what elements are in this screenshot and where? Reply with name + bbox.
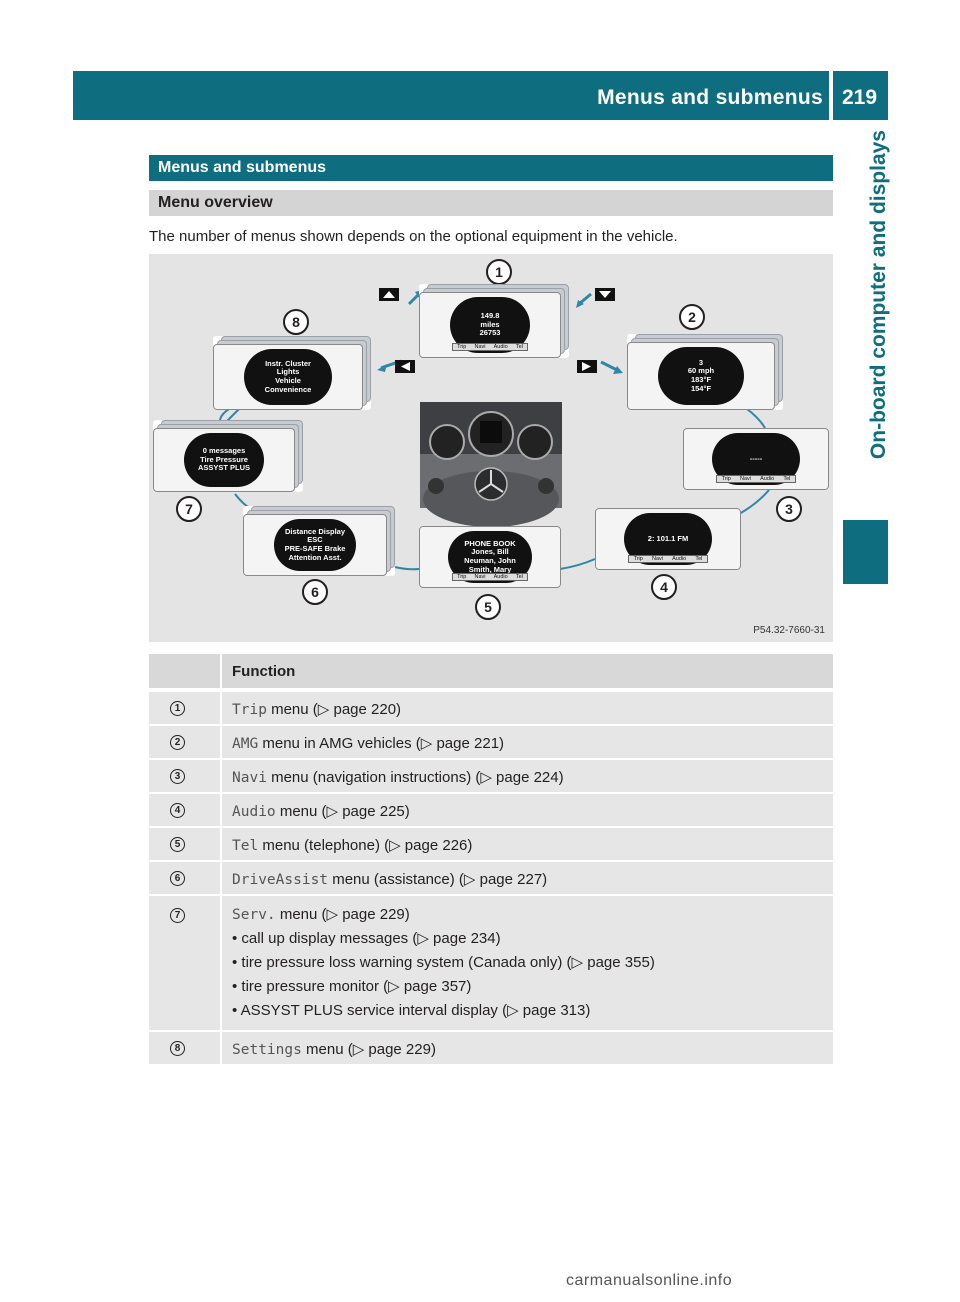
- row-number: 6: [170, 871, 185, 886]
- serv-item-3: ASSYST PLUS: [184, 464, 264, 473]
- table-row: 4 Audio menu (▷ page 225): [149, 792, 833, 826]
- table-row: 2 AMG menu in AMG vehicles (▷ page 221): [149, 724, 833, 758]
- row-text: menu (telephone) (▷ page 226): [258, 837, 472, 854]
- row-text: menu (▷ page 229): [276, 906, 410, 923]
- callout-4: 4: [651, 574, 677, 600]
- navi-instruction: -----: [712, 455, 800, 464]
- row-text: menu (▷ page 225): [276, 803, 410, 820]
- driveassist-menu-display: Distance Display ESC PRE-SAFE Brake Atte…: [243, 506, 395, 576]
- row-text: menu (▷ page 229): [302, 1041, 436, 1058]
- callout-8: 8: [283, 309, 309, 335]
- row-text: menu in AMG vehicles (▷ page 221): [258, 735, 504, 752]
- row-number: 2: [170, 735, 185, 750]
- menu-code: Navi: [232, 770, 267, 786]
- callout-7: 7: [176, 496, 202, 522]
- table-row: 5 Tel menu (telephone) (▷ page 226): [149, 826, 833, 860]
- menu-code: Settings: [232, 1042, 302, 1058]
- settings-menu-display: Instr. Cluster Lights Vehicle Convenienc…: [213, 336, 371, 410]
- menu-code: AMG: [232, 736, 258, 752]
- audio-station: 2: 101.1 FM: [624, 535, 712, 544]
- page-number: 219: [842, 86, 877, 110]
- row-number: 7: [170, 908, 185, 923]
- table-header-row: Function: [149, 654, 833, 688]
- row-number: 5: [170, 837, 185, 852]
- driveassist-item-4: Attention Asst.: [274, 554, 356, 563]
- table-row: 7 Serv. menu (▷ page 229) • call up disp…: [149, 894, 833, 1030]
- intro-text: The number of menus shown depends on the…: [149, 228, 678, 245]
- menu-code: Trip: [232, 702, 267, 718]
- side-tab: On-board computer and displays: [841, 130, 891, 430]
- table-row: 8 Settings menu (▷ page 229): [149, 1030, 833, 1064]
- trip-odometer: 26753: [450, 329, 530, 338]
- side-tab-block: [843, 520, 888, 584]
- row-number: 1: [170, 701, 185, 716]
- row-text: menu (assistance) (▷ page 227): [328, 871, 547, 888]
- menu-code: DriveAssist: [232, 872, 328, 888]
- callout-1: 1: [486, 259, 512, 285]
- row-number: 8: [170, 1041, 185, 1056]
- figure-code: P54.32-7660-31: [753, 625, 825, 636]
- header-separator: [829, 71, 833, 120]
- page-title: Menus and submenus: [597, 86, 823, 110]
- callout-3: 3: [776, 496, 802, 522]
- callout-5: 5: [475, 594, 501, 620]
- menu-code: Tel: [232, 838, 258, 854]
- settings-item-4: Convenience: [244, 386, 332, 395]
- bullet-item: • ASSYST PLUS service interval display (…: [232, 1002, 655, 1020]
- watermark: carmanualsonline.info: [566, 1272, 732, 1290]
- subsection-heading: Menu overview: [149, 190, 833, 216]
- row-text: menu (▷ page 220): [267, 701, 401, 718]
- tel-menu-display: PHONE BOOK Jones, Bill Neuman, John Smit…: [419, 526, 561, 588]
- callout-2: 2: [679, 304, 705, 330]
- row-number: 4: [170, 803, 185, 818]
- bullet-item: • tire pressure loss warning system (Can…: [232, 954, 655, 972]
- callout-6: 6: [302, 579, 328, 605]
- row-text: menu (navigation instructions) (▷ page 2…: [267, 769, 564, 786]
- amg-coolant-temp: 154°F: [658, 385, 744, 394]
- serv-menu-display: 0 messages Tire Pressure ASSYST PLUS: [153, 420, 303, 492]
- menu-code: Serv.: [232, 907, 276, 923]
- amg-menu-display: 3 60 mph 183°F 154°F: [627, 334, 783, 410]
- section-heading: Menus and submenus: [149, 155, 833, 181]
- table-row: 3 Navi menu (navigation instructions) (▷…: [149, 758, 833, 792]
- menu-code: Audio: [232, 804, 276, 820]
- table-header-function: Function: [232, 663, 295, 680]
- side-tab-label: On-board computer and displays: [867, 130, 891, 459]
- bullet-item: • tire pressure monitor (▷ page 357): [232, 978, 655, 996]
- bullet-item: • call up display messages (▷ page 234): [232, 930, 655, 948]
- row-number: 3: [170, 769, 185, 784]
- table-row: 1 Trip menu (▷ page 220): [149, 690, 833, 724]
- table-row: 6 DriveAssist menu (assistance) (▷ page …: [149, 860, 833, 894]
